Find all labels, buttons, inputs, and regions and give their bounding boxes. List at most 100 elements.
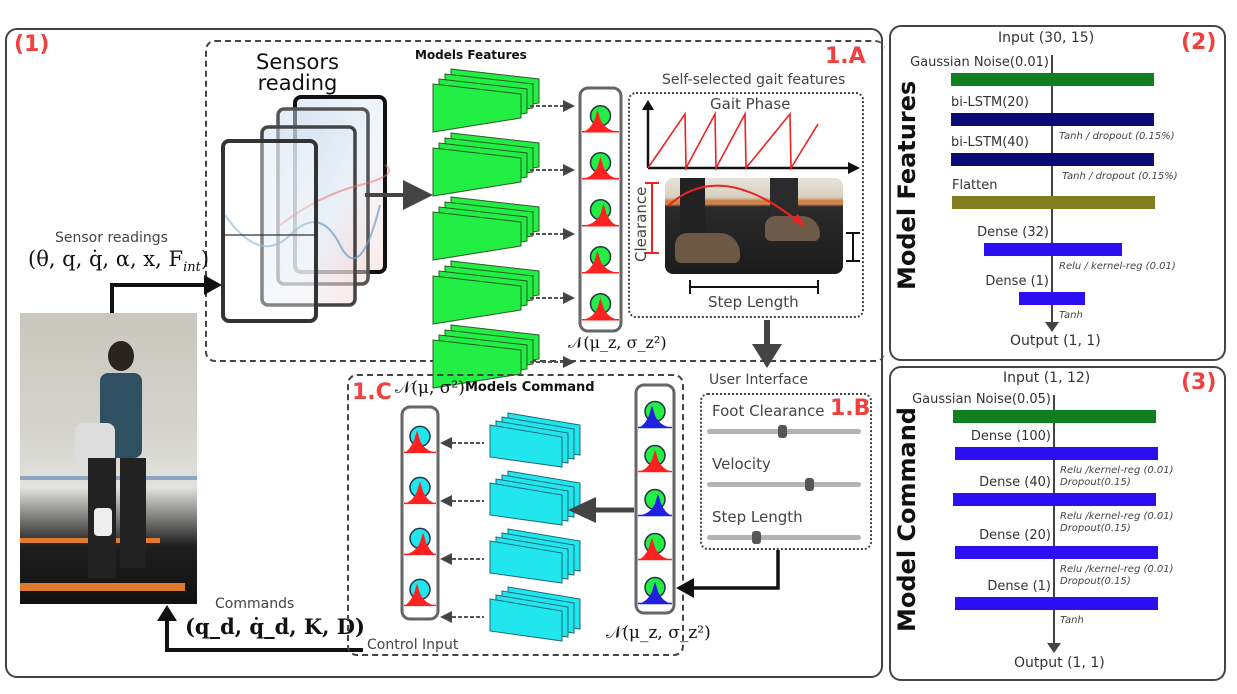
layer-bar-2 bbox=[951, 113, 1154, 126]
feature-model-3 bbox=[432, 196, 540, 261]
section-1b-box bbox=[700, 393, 872, 550]
feature-arrow-head bbox=[563, 164, 575, 176]
clearance-label: Clearance bbox=[632, 186, 650, 262]
gait-phase-chart bbox=[642, 100, 860, 174]
slider-thumb[interactable] bbox=[804, 478, 814, 491]
feature-arrow-head bbox=[563, 100, 575, 112]
slider-label-velocity: Velocity bbox=[712, 455, 771, 473]
feature-model-4 bbox=[432, 260, 540, 325]
gait-phase-sawtooth bbox=[647, 110, 819, 172]
control-input-label: Control Input bbox=[367, 637, 459, 653]
slider-foot-clearance[interactable] bbox=[707, 425, 861, 438]
user-interface-title: User Interface bbox=[709, 372, 809, 388]
layer-label: Dense (100) bbox=[970, 429, 1051, 444]
layer-note: Relu /kernel-reg (0.01) bbox=[1060, 564, 1174, 575]
command-output-label: 𝒩(μ, σ²) bbox=[395, 378, 465, 398]
arrow-photo-to-sensors bbox=[110, 275, 222, 318]
command-input-distribution-4 bbox=[638, 532, 672, 561]
command-input-distribution-column bbox=[634, 383, 676, 615]
layer-label: Gaussian Noise(0.05) bbox=[912, 392, 1051, 407]
arrow-ui-to-command-input bbox=[676, 550, 780, 598]
feature-distribution-5 bbox=[582, 292, 619, 321]
slider-velocity[interactable] bbox=[707, 478, 861, 491]
layer-bar-2 bbox=[955, 447, 1158, 460]
command-arrow-head bbox=[440, 553, 452, 565]
gait-features-title: Self-selected gait features bbox=[662, 72, 846, 88]
section-1c-tag: 1.C bbox=[352, 380, 392, 405]
axis-arrow-head bbox=[1047, 643, 1061, 653]
command-arrow-head bbox=[440, 611, 452, 623]
feature-arrow-head bbox=[563, 292, 575, 304]
command-output-distribution-3 bbox=[404, 527, 436, 556]
command-input-distribution-label: 𝒩(μ_z, σ_z²) bbox=[606, 623, 711, 643]
panel-3-vertical-title: Model Command bbox=[893, 407, 921, 632]
arrow-input-to-command-models bbox=[568, 497, 634, 523]
layer-label: Gaussian Noise(0.01) bbox=[910, 55, 1049, 70]
arrow-features-to-ui bbox=[752, 320, 782, 368]
command-model-4 bbox=[489, 586, 581, 642]
layer-note: Relu /kernel-reg (0.01) bbox=[1060, 465, 1174, 476]
layer-note: Tanh / dropout (0.15%) bbox=[1059, 131, 1175, 142]
command-distribution-column bbox=[400, 405, 440, 621]
feature-distribution-1 bbox=[582, 104, 619, 133]
feature-column-frame bbox=[578, 86, 623, 333]
command-output-distribution-2 bbox=[404, 476, 436, 505]
section-1a-tag: 1.A bbox=[825, 44, 866, 69]
layer-bar-3 bbox=[951, 153, 1154, 166]
clearance-annotations bbox=[645, 182, 860, 262]
commands-label: Commands bbox=[215, 596, 295, 612]
feature-arrow-head bbox=[563, 228, 575, 240]
section-1c-box bbox=[347, 374, 684, 656]
layer-note: Dropout(0.15) bbox=[1060, 477, 1131, 488]
layer-bar-5 bbox=[955, 597, 1158, 610]
panel-3-tag: (3) bbox=[1181, 370, 1217, 395]
command-input-distribution-1 bbox=[638, 400, 672, 429]
command-model-2 bbox=[489, 470, 581, 526]
command-model-3 bbox=[489, 528, 581, 584]
layer-label: bi-LSTM(20) bbox=[951, 95, 1029, 110]
arrow-sensors-to-features bbox=[365, 180, 433, 210]
gait-features-box bbox=[628, 92, 864, 318]
feature-distribution-2 bbox=[582, 151, 619, 180]
command-output-distribution-4 bbox=[404, 578, 436, 607]
feature-distribution-3 bbox=[582, 198, 619, 227]
exoskeleton-photo bbox=[20, 313, 197, 604]
sensor-readings-math: (θ, q, q̇, α, x, Fint) bbox=[28, 247, 210, 276]
section-1b-tag: 1.B bbox=[830, 396, 871, 421]
command-arrow-head bbox=[440, 437, 452, 449]
layer-label: bi-LSTM(40) bbox=[951, 135, 1029, 150]
layer-note: Tanh bbox=[1059, 310, 1083, 321]
panel-2-vertical-title: Model Features bbox=[893, 80, 921, 290]
layer-label: Dense (1) bbox=[987, 579, 1051, 594]
feature-distribution-4 bbox=[582, 245, 619, 274]
sensor-plot-2 bbox=[260, 125, 357, 307]
layer-label: Dense (1) bbox=[985, 274, 1049, 289]
layer-note: Dropout(0.15) bbox=[1060, 576, 1131, 587]
panel-model-features bbox=[889, 25, 1226, 361]
sensors-reading-title: Sensors reading bbox=[250, 52, 345, 94]
layer-note: Dropout(0.15) bbox=[1060, 523, 1131, 534]
panel-3-output: Output (1, 1) bbox=[1014, 655, 1105, 671]
sensor-readings-sub: int bbox=[183, 260, 201, 276]
step-length-bracket bbox=[689, 280, 819, 294]
feature-model-1 bbox=[432, 68, 540, 133]
panel-3-input: Input (1, 12) bbox=[1003, 370, 1091, 386]
sensors-title-line1: Sensors bbox=[256, 50, 339, 74]
commands-math: (q_d, q̇_d, K, D) bbox=[185, 614, 365, 639]
layer-note: Relu /kernel-reg (0.01) bbox=[1060, 511, 1174, 522]
slider-label-step-length: Step Length bbox=[712, 508, 803, 526]
layer-note: Tanh / dropout (0.15%) bbox=[1062, 171, 1178, 182]
slider-step-length[interactable] bbox=[707, 531, 861, 544]
slider-thumb[interactable] bbox=[752, 531, 762, 544]
slider-thumb[interactable] bbox=[778, 425, 788, 438]
models-command-title: Models Command bbox=[465, 380, 595, 395]
sensor-plots-stack bbox=[221, 95, 391, 323]
feature-model-2 bbox=[432, 132, 540, 197]
command-arrow-head bbox=[440, 495, 452, 507]
layer-bar-5 bbox=[984, 243, 1122, 256]
layer-bar-1 bbox=[953, 410, 1156, 423]
sensor-readings-label: Sensor readings bbox=[55, 230, 168, 246]
axis-arrow-head bbox=[1045, 322, 1059, 332]
command-models-group bbox=[440, 412, 581, 642]
layer-note: Tanh bbox=[1060, 615, 1084, 626]
